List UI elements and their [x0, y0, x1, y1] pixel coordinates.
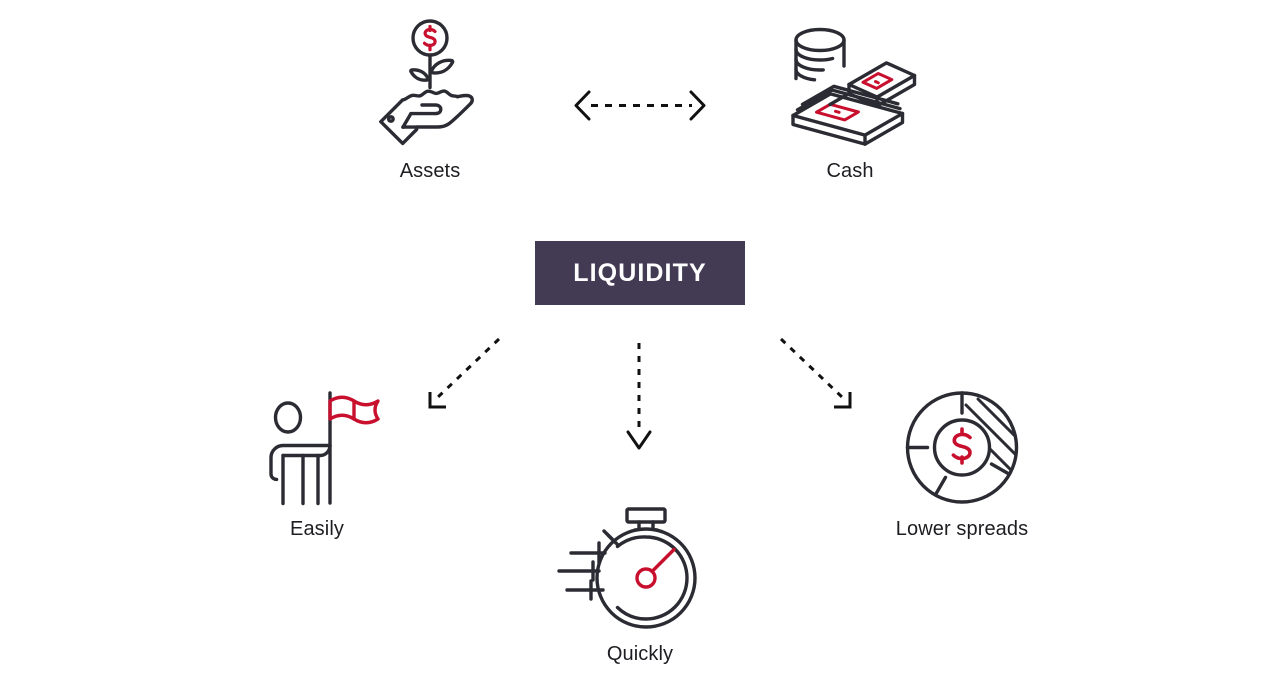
- node-label-lower-spreads: Lower spreads: [895, 518, 1029, 540]
- donut-chart-dollar-icon: [892, 385, 1032, 510]
- arrow-to-quickly: [626, 343, 652, 450]
- bidirectional-dashed-arrow: [574, 90, 706, 121]
- person-with-flag-icon: [252, 385, 382, 510]
- arrow-to-lower-spreads: [779, 337, 852, 409]
- cash-stack-coins-icon: [775, 14, 925, 154]
- liquidity-concept-box[interactable]: LIQUIDITY: [535, 241, 745, 305]
- node-label-easily: Easily: [290, 518, 344, 540]
- arrow-to-easily: [428, 337, 501, 409]
- node-label-quickly: Quickly: [606, 643, 674, 665]
- hand-holding-money-plant-icon: [355, 14, 505, 154]
- node-assets[interactable]: Assets: [355, 14, 505, 183]
- node-easily[interactable]: Easily: [252, 385, 382, 541]
- stopwatch-icon: [555, 505, 725, 635]
- node-quickly[interactable]: Quickly: [555, 505, 725, 666]
- node-lower-spreads[interactable]: Lower spreads: [892, 385, 1032, 541]
- liquidity-label: LIQUIDITY: [573, 258, 707, 287]
- node-label-assets: Assets: [399, 160, 461, 182]
- node-label-cash: Cash: [826, 160, 874, 182]
- node-cash[interactable]: Cash: [775, 14, 925, 183]
